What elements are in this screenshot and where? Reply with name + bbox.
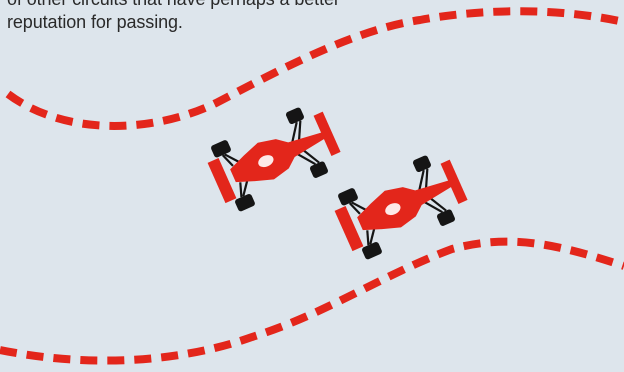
leading-car bbox=[202, 99, 346, 216]
track-line-lower bbox=[0, 242, 624, 361]
caption-text: of other circuits that have perhaps a be… bbox=[7, 0, 427, 34]
caption-line-2: reputation for passing. bbox=[7, 11, 427, 34]
caption-line-1: of other circuits that have perhaps a be… bbox=[7, 0, 427, 11]
